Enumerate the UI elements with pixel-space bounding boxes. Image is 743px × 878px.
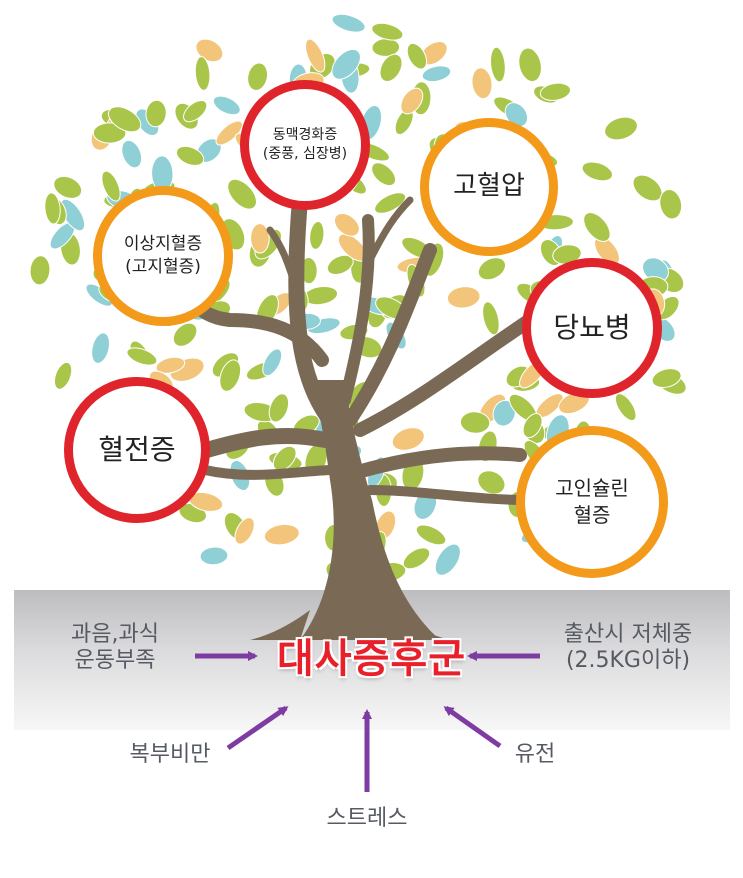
leaf (309, 220, 325, 250)
disease-name: 이상지혈증 (123, 234, 203, 255)
leaf (371, 22, 404, 41)
leaf (44, 192, 61, 225)
leaf (107, 106, 142, 133)
metabolic-syndrome-title: 대사증후군 (277, 636, 466, 682)
leaf (391, 427, 425, 451)
leaf (212, 95, 241, 116)
leaf (402, 547, 431, 570)
disease-name: 고인슐린 (555, 476, 629, 500)
disease-subtitle: (고지혈증) (125, 257, 201, 277)
cause-line: 출산시 저체중 (563, 622, 693, 647)
leaf (247, 62, 269, 91)
leaf (305, 38, 326, 73)
disease-circle-arteriosclerosis: 동맥경화증 (중풍, 심장병) (240, 80, 370, 210)
disease-subtitle: (중풍, 심장병) (262, 146, 348, 162)
leaf (415, 524, 447, 546)
leaf (490, 46, 506, 83)
leaf (477, 470, 506, 495)
leaf (262, 348, 283, 377)
leaf (29, 255, 51, 286)
leaf (400, 87, 424, 115)
leaf (194, 56, 211, 91)
cause-arrows (195, 651, 540, 792)
leaf (263, 523, 300, 546)
cause-overeating: 과음,과식 운동부족 (40, 622, 190, 675)
leaf (227, 178, 257, 210)
cause-line: 운동부족 (74, 648, 156, 674)
leaf (126, 347, 158, 366)
leaf (477, 257, 507, 281)
disease-subtitle: 혈증 (573, 503, 611, 527)
leaf (333, 212, 360, 237)
leaf (183, 99, 208, 123)
leaf (331, 13, 366, 33)
leaf (199, 546, 229, 566)
leaf (234, 517, 255, 545)
leaf (459, 411, 491, 434)
disease-circle-hypertension: 고혈압 (420, 118, 558, 256)
leaf (155, 356, 186, 374)
leaf (219, 359, 242, 392)
leaf (539, 82, 571, 101)
arrow-genetics (443, 705, 502, 749)
disease-circle-dyslipidemia: 이상지혈증 (고지혈증) (93, 186, 233, 326)
leaf (53, 175, 83, 199)
leaf (175, 145, 205, 166)
leaf (518, 47, 542, 83)
arrow-abdominal-obesity (226, 705, 289, 751)
disease-name: 혈전증 (98, 433, 176, 467)
leaf (91, 332, 110, 364)
disease-name: 고혈압 (453, 171, 525, 202)
cause-stress: 스트레스 (326, 806, 408, 831)
leaf (272, 445, 297, 472)
cause-line: (2.5KG이하) (565, 648, 691, 674)
leaf (614, 393, 637, 422)
leaf (172, 322, 198, 347)
disease-circle-diabetes: 당뇨병 (522, 258, 662, 398)
leaf (581, 161, 613, 182)
disease-circle-thrombosis: 혈전증 (64, 377, 210, 523)
leaf (92, 122, 127, 144)
leaf (379, 53, 403, 82)
leaf (522, 413, 543, 439)
cause-low-birth-weight: 출산시 저체중 (2.5KG이하) (528, 622, 728, 675)
leaf (374, 192, 407, 214)
tree-trunk (250, 380, 450, 640)
leaf (659, 188, 683, 220)
leaf (434, 543, 461, 576)
disease-name: 당뇨병 (553, 311, 631, 345)
leaf (371, 162, 397, 187)
leaf (250, 223, 270, 254)
leaf (492, 399, 516, 427)
leaf (121, 139, 143, 169)
leaf (446, 286, 481, 309)
leaf (482, 301, 500, 336)
cause-genetics: 유전 (514, 742, 556, 767)
leaf (215, 120, 243, 146)
leaf (53, 361, 73, 390)
leaf (583, 212, 611, 242)
cause-line: 과음,과식 (71, 622, 159, 647)
leaf (331, 48, 361, 80)
leaf (406, 42, 428, 70)
leaf (471, 67, 493, 100)
leaf (145, 99, 167, 128)
leaf (651, 368, 682, 389)
disease-circle-hyperinsulinemia: 고인슐린 혈증 (516, 426, 668, 578)
disease-name: 동맥경화증 (272, 127, 338, 144)
leaf (268, 393, 290, 423)
leaf (421, 65, 452, 83)
leaf (326, 254, 354, 276)
cause-abdominal-obesity: 복부비만 (129, 742, 211, 767)
leaf (101, 170, 121, 202)
leaf (604, 116, 638, 141)
